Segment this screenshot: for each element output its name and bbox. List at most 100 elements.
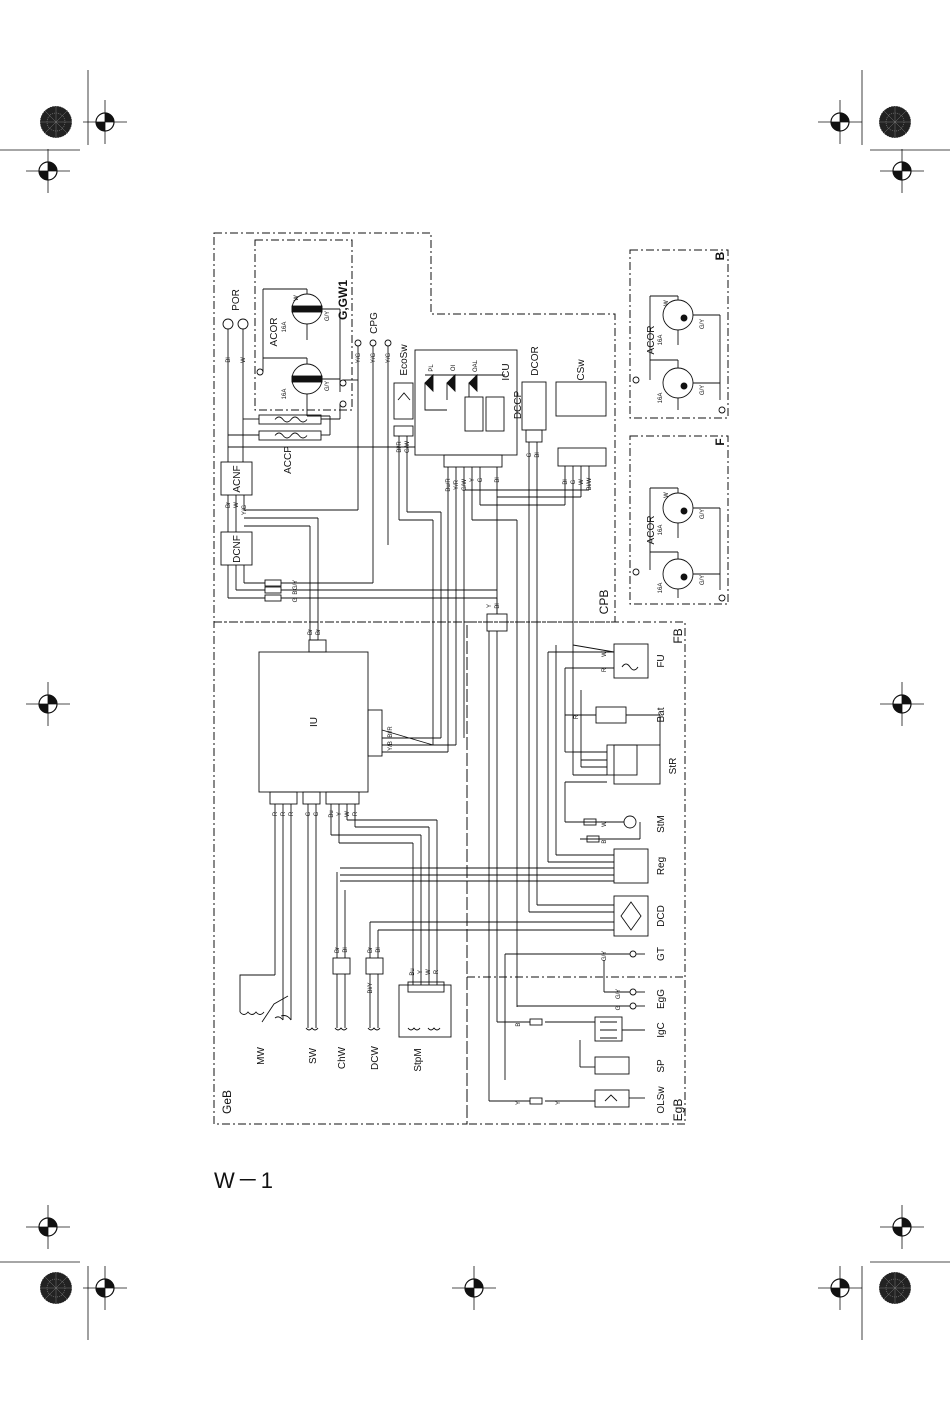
label-reg: Reg	[656, 857, 667, 875]
label-acor-rating-1: 16A	[282, 322, 288, 333]
wire-code: Y/R	[454, 479, 460, 490]
wire-code: G/W	[405, 441, 411, 453]
label-csw: CSw	[576, 359, 587, 381]
label-olsw: OLSw	[656, 1086, 667, 1114]
label-igc: IgC	[656, 1022, 667, 1038]
wire-code: G/Y	[700, 319, 706, 329]
label-led-oal: OAL	[473, 359, 479, 372]
label-acor-b-rating-1: 16A	[658, 335, 664, 346]
wire-code: G/Y	[700, 385, 706, 395]
label-dcw: DCW	[370, 1046, 381, 1070]
crop-marks	[0, 70, 950, 1340]
wire-code: W	[602, 821, 608, 827]
wire-code: Bl	[495, 603, 501, 608]
wire-code: Bl/R	[397, 441, 403, 453]
wire-code: W	[234, 502, 240, 508]
label-acor-f-rating-1: 16A	[658, 525, 664, 536]
wire-code: Y	[418, 970, 424, 974]
wire-code: Bl	[602, 838, 608, 843]
wire-code: W	[664, 300, 670, 306]
wire-code: G	[306, 811, 312, 816]
wire-code: Bl	[535, 452, 541, 457]
wire-code: G/Y	[602, 951, 608, 961]
label-stm: StM	[656, 815, 667, 833]
wire-code: Y/G	[371, 353, 377, 364]
wire-code: G	[571, 479, 577, 484]
label-dccp: DCCP	[513, 391, 524, 420]
label-fu: FU	[656, 654, 667, 667]
label-acor-f: ACOR	[646, 516, 657, 545]
label-str: StR	[668, 758, 679, 775]
wire-code: Bl	[226, 357, 232, 362]
wire-code: Y	[470, 478, 476, 482]
wire-code: W	[345, 811, 351, 817]
wire-code: Br	[335, 947, 341, 953]
label-g-gw1: G,GW1	[336, 280, 350, 320]
label-icu: ICU	[501, 363, 512, 380]
wire-code: Bl	[563, 479, 569, 484]
wire-code: G/Y	[700, 509, 706, 519]
fb-wiring	[340, 643, 661, 1108]
label-mw: MW	[256, 1047, 267, 1065]
wire-code: G	[314, 811, 320, 816]
wire-code: G/Y	[293, 580, 299, 590]
wire-code: G/Y	[325, 311, 331, 321]
label-egb: EgB	[671, 1099, 685, 1122]
wire-code: W	[602, 651, 608, 657]
wire-code: R	[281, 811, 287, 816]
label-sw: SW	[308, 1047, 319, 1064]
wire-code: G/Y	[325, 381, 331, 391]
wire-code: R	[273, 811, 279, 816]
label-por: POR	[231, 289, 242, 311]
label-cpb: CPB	[597, 590, 611, 615]
wire-code: Bl/Y	[368, 982, 374, 993]
label-iu: IU	[309, 717, 320, 727]
wire-code: Y	[487, 604, 493, 608]
label-acor-f-rating-2: 16A	[658, 583, 664, 594]
wire-code: Bu	[329, 810, 335, 817]
wire-code: Br	[308, 629, 314, 635]
wire-code: R	[289, 811, 295, 816]
wire-code: Bl/R	[388, 726, 394, 738]
label-acor-b: ACOR	[646, 326, 657, 355]
wire-code: G/W	[462, 479, 468, 491]
wire-code: R	[602, 667, 608, 672]
label-sp: SP	[656, 1059, 667, 1073]
label-dcd: DCD	[656, 905, 667, 927]
page-label: W－1	[214, 1168, 276, 1193]
label-gt: GT	[656, 947, 667, 961]
wire-code: G	[293, 597, 299, 602]
label-acor-ggw1: ACOR	[269, 318, 280, 347]
wire-code: G/Y	[616, 989, 622, 999]
wire-code: Bl	[376, 947, 382, 952]
wire-code: Y/B	[388, 741, 394, 751]
wire-code: G	[478, 477, 484, 482]
wire-code: Y	[516, 1101, 522, 1105]
wire-code: Bu/R	[446, 478, 452, 492]
wire-code: Y	[556, 1101, 562, 1105]
label-acor-b-rating-2: 16A	[658, 393, 664, 404]
wire-code: W	[579, 479, 585, 485]
label-acor-rating-2: 16A	[282, 389, 288, 400]
wire-code: R	[434, 969, 440, 974]
label-b: B	[713, 251, 727, 260]
label-led-oi: OI	[451, 365, 457, 372]
label-dcnf: DCNF	[232, 535, 243, 563]
wire-code: Bl/W	[587, 477, 593, 490]
region-boundaries	[213, 232, 729, 1125]
wire-code: Y/G	[356, 353, 362, 364]
label-led-pl: PL	[429, 364, 435, 372]
wire-code: G	[527, 452, 533, 457]
label-fb: FB	[671, 628, 685, 643]
wire-code: Y/G	[386, 353, 392, 364]
label-geb: GeB	[220, 1090, 234, 1114]
label-dcor: DCOR	[530, 346, 541, 375]
wire-code: Bu	[410, 968, 416, 975]
wire-code: R	[353, 811, 359, 816]
geb-wiring	[239, 639, 456, 1038]
label-f: F	[713, 438, 727, 445]
wire-code: Bl	[495, 477, 501, 482]
wire-code: W	[294, 295, 300, 301]
